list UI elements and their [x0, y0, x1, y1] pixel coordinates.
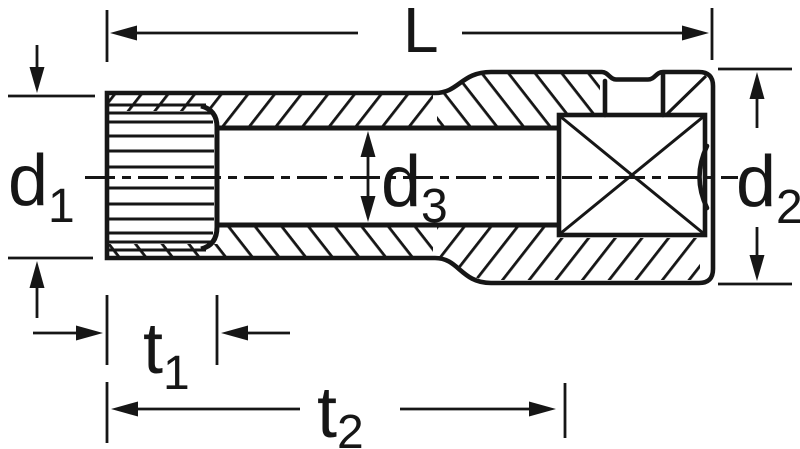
d3-arrowhead-up: [360, 131, 376, 157]
dimension-d3: [360, 131, 376, 222]
dimension-t1: [33, 295, 290, 365]
dim-label-L: L: [403, 0, 439, 66]
t2-arrowhead-left: [111, 401, 138, 417]
socket-outline: [104, 69, 716, 286]
d2-arrowhead-down: [749, 255, 765, 281]
hatch-bottom-drive-end: [437, 227, 700, 280]
outer-contour: [104, 69, 716, 286]
dim-label-t1: t1: [143, 309, 190, 400]
d3-arrowhead-down: [360, 196, 376, 222]
d2-arrowhead-up: [749, 72, 765, 99]
dimension-d2: [718, 67, 792, 286]
square-cavity: [556, 112, 708, 238]
corner-hatch-line: [665, 74, 708, 116]
dim-label-d3: d3: [381, 142, 448, 233]
dim-label-d1: d1: [8, 141, 75, 233]
dim-label-t2: t2: [317, 373, 364, 449]
hatch-top-barrel: [109, 95, 433, 126]
d1-arrowhead-up: [29, 261, 45, 288]
dimension-L: [105, 8, 714, 62]
L-arrowhead-left: [110, 25, 137, 41]
dim-label-d2: d2: [736, 142, 800, 234]
L-arrowhead-right: [682, 25, 709, 41]
t1-arrowhead-left: [221, 325, 248, 341]
drive-hole-arc: [697, 143, 710, 211]
dimension-d1: [8, 45, 95, 318]
d1-arrowhead-down: [29, 67, 45, 93]
square-drive: [556, 71, 710, 238]
t1-arrowhead-right: [76, 325, 103, 341]
square-diagonal-2: [560, 115, 704, 235]
t2-arrowhead-right: [529, 401, 556, 417]
dimension-t2: [105, 382, 567, 443]
